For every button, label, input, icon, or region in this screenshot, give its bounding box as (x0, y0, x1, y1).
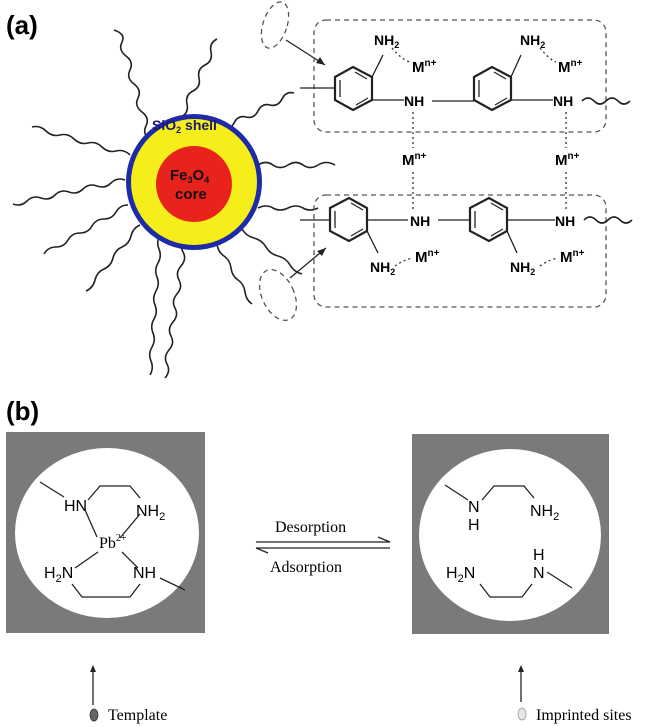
equilibrium-arrows: Desorption Adsorption (255, 519, 391, 576)
chain (43, 204, 129, 255)
imine-label: NH (404, 93, 424, 109)
imine-label: NH (553, 93, 573, 109)
h2n-label: H2N (44, 565, 73, 585)
chain (31, 125, 131, 156)
core-label-line1: Fe3O4 (170, 167, 209, 185)
desorption-label: Desorption (275, 519, 346, 536)
arrowhead-bottom (317, 248, 326, 256)
nh2-label: NH2 (136, 503, 165, 523)
adsorption-label: Adsorption (270, 559, 342, 576)
template-legend: Template (89, 665, 167, 724)
chain (85, 224, 141, 292)
shell-label: SiO2 shell (152, 117, 217, 135)
h2n-label: H2N (446, 565, 475, 585)
n-label: N (468, 499, 480, 516)
nh2-label: NH2 (530, 503, 559, 523)
aniline-unit-top: NH2 NH NH2 NH Mn+ Mn+ (300, 32, 631, 112)
metal-ion: Mn+ (560, 248, 585, 266)
chain (257, 161, 336, 169)
dashed-box-bottom (313, 194, 607, 308)
core-shell-particle: SiO2 shell Fe3O4 core (126, 114, 262, 250)
chain (164, 237, 186, 379)
imprinted-legend: Imprinted sites (517, 665, 632, 724)
dashed-box-top (313, 19, 607, 133)
metal-ion: Mn+ (415, 248, 440, 266)
panel-b-label: (b) (6, 396, 39, 426)
arrowhead-top (316, 57, 325, 65)
imprinted-site-icon (517, 707, 527, 721)
cavity (15, 448, 199, 618)
aniline-unit-bottom: NH NH NH2 NH2 Mn+ Mn+ (300, 196, 633, 277)
metal-ion: Mn+ (555, 151, 580, 169)
template-block: HN NH2 Pb2+ H2N NH (6, 432, 205, 633)
bridging-ions: Mn+ Mn+ (402, 112, 580, 210)
panel-a-label: (a) (6, 10, 38, 40)
amine-label: NH2 (520, 32, 545, 50)
chain (257, 205, 319, 211)
pb-label: Pb2+ (99, 533, 127, 552)
h-label: H (468, 517, 480, 534)
chain (148, 234, 162, 376)
template-icon (89, 708, 99, 722)
fe3o4-core (156, 146, 232, 222)
chain (113, 29, 151, 141)
imprinted-label: Imprinted sites (536, 707, 632, 724)
hn-label: HN (64, 498, 87, 515)
n-label: N (533, 565, 545, 582)
chain (12, 178, 126, 206)
h-label: H (533, 547, 545, 564)
nh-label: NH (133, 565, 156, 582)
imine-label: NH (555, 213, 575, 229)
highlight-ellipse-bottom (258, 268, 298, 322)
template-label: Template (108, 707, 167, 724)
imine-label: NH (410, 213, 430, 229)
amine-label: NH2 (510, 259, 535, 277)
core-label-line2: core (175, 186, 207, 203)
metal-ion: Mn+ (402, 151, 427, 169)
metal-ion: Mn+ (558, 58, 583, 76)
cavity (419, 449, 601, 621)
amine-label: NH2 (370, 259, 395, 277)
imprinted-block: N H NH2 H N H2N (412, 434, 609, 634)
metal-ion: Mn+ (412, 58, 437, 76)
highlight-ellipse-top (260, 1, 290, 49)
amine-label: NH2 (374, 32, 399, 50)
